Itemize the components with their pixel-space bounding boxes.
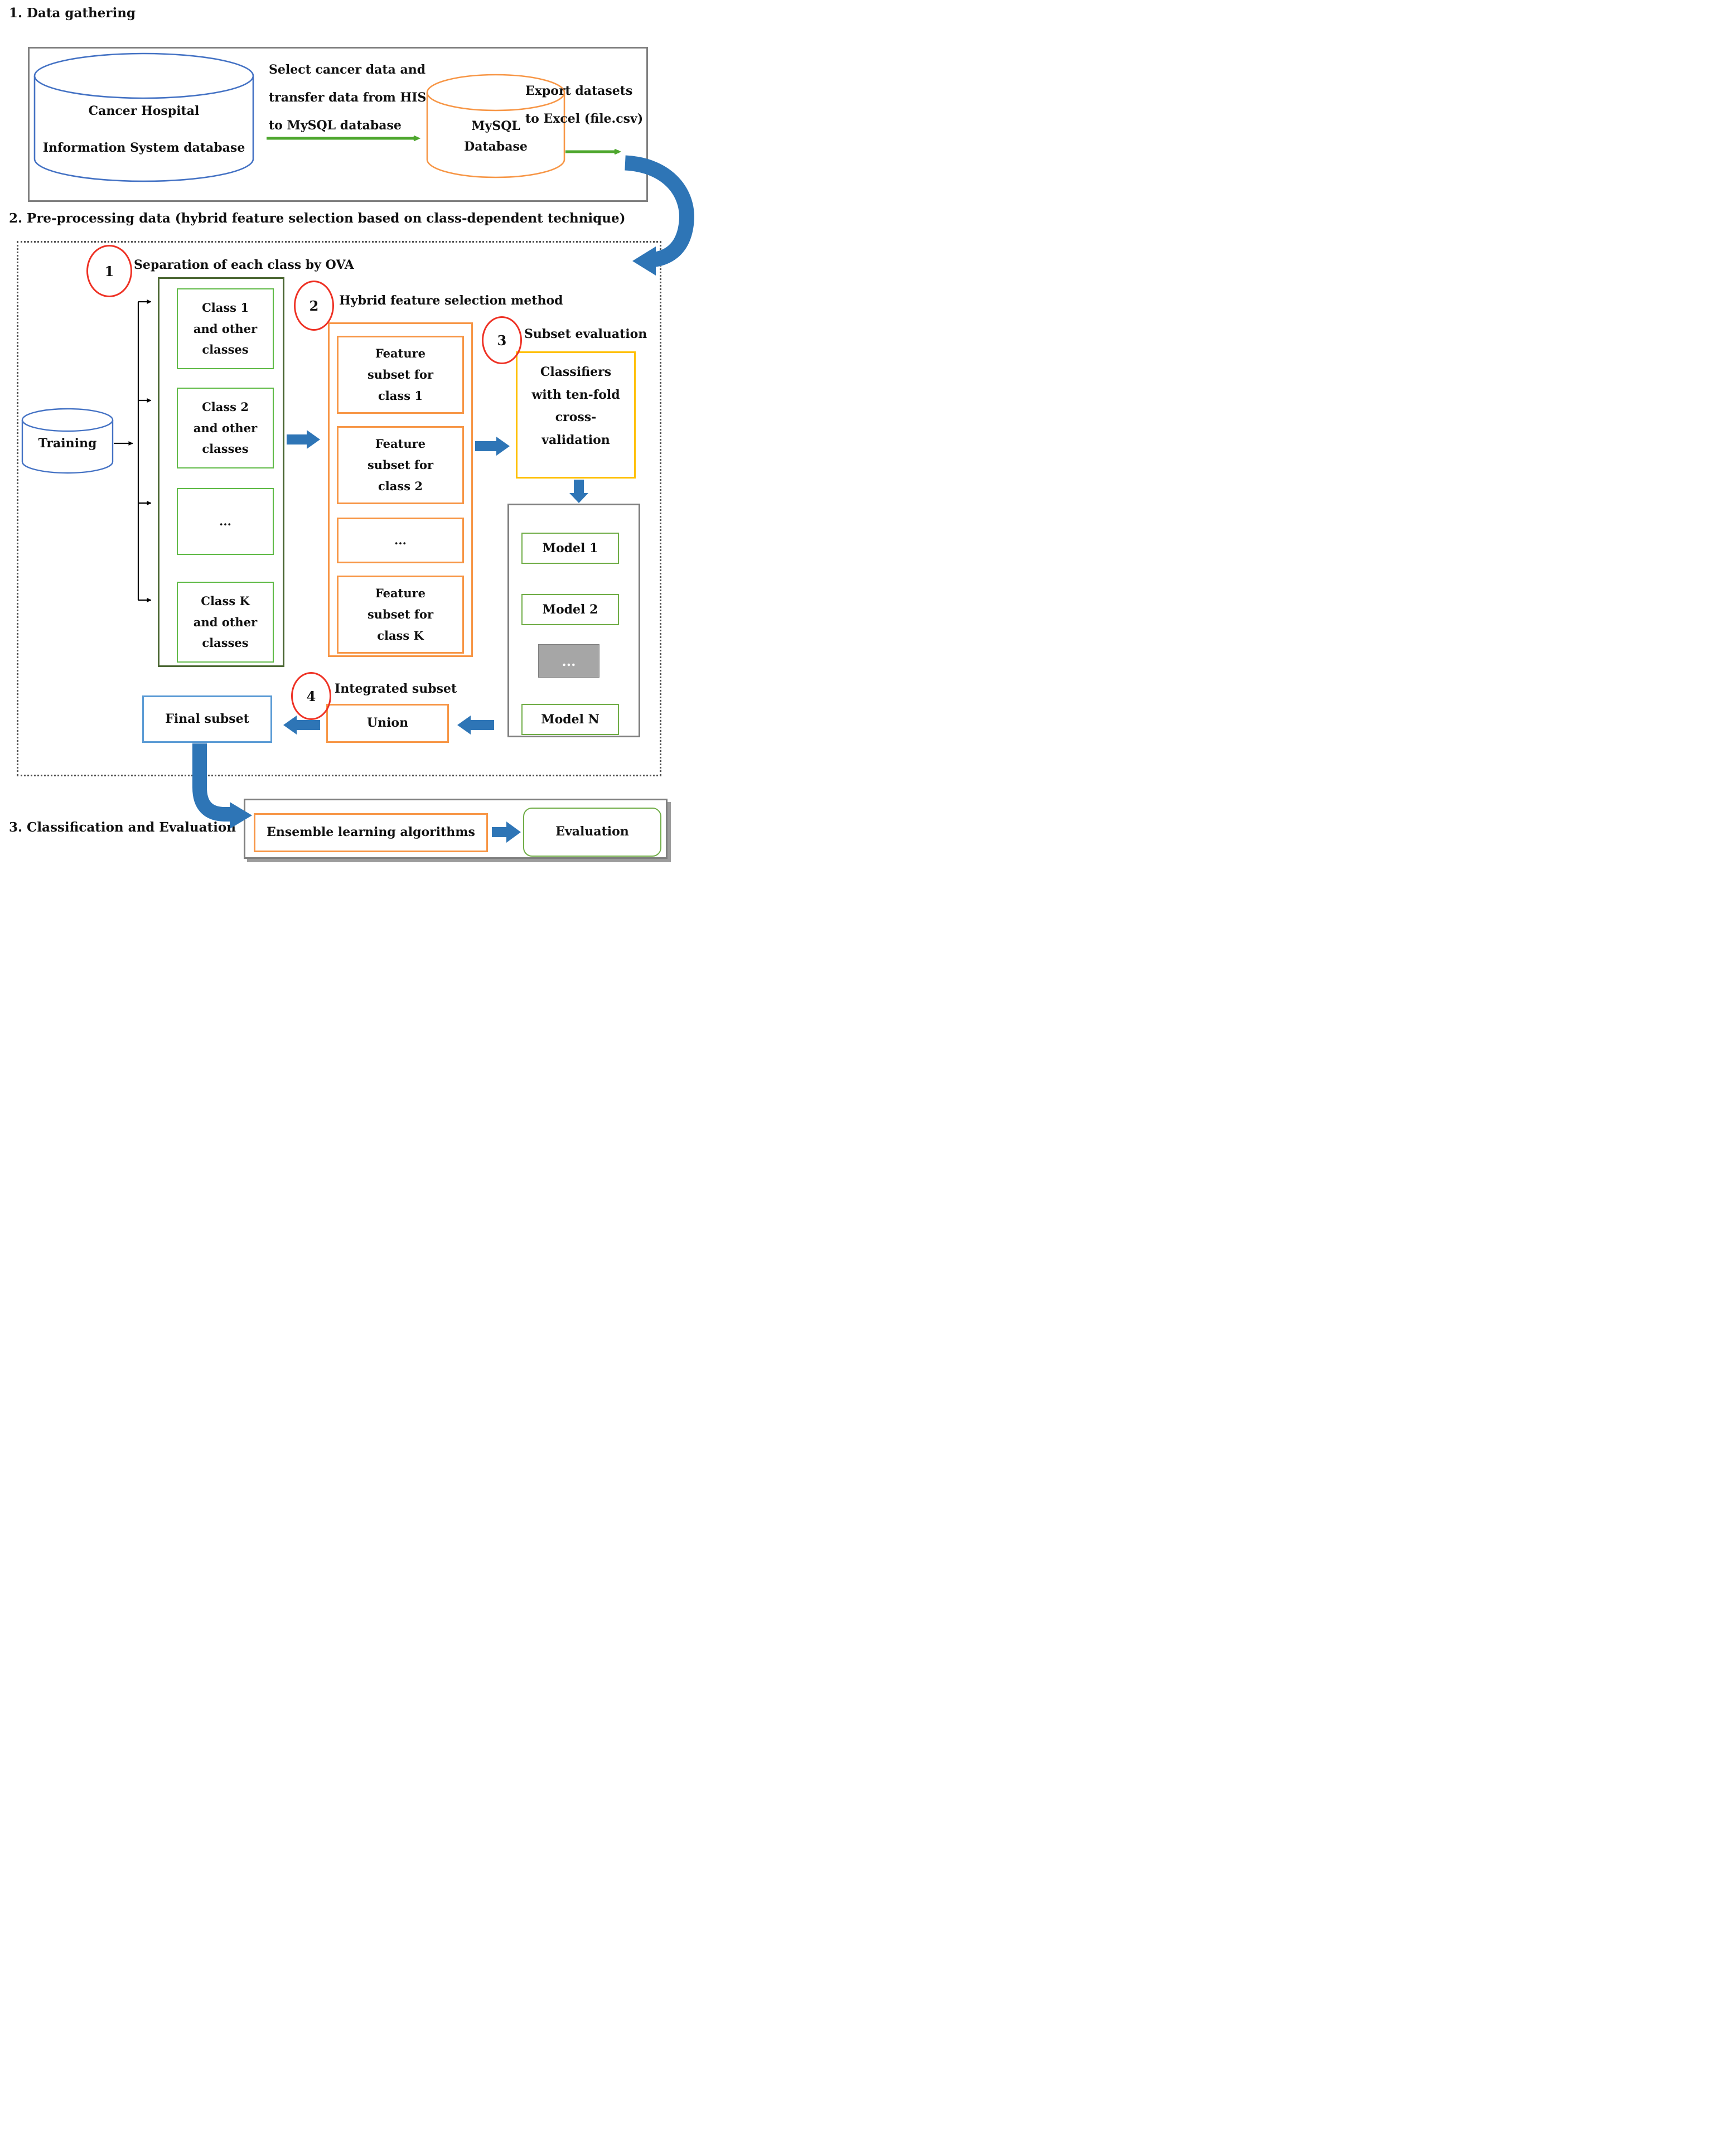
blue-curved-arrow-section1-to-section2 bbox=[624, 155, 694, 276]
step3-circle: 3 bbox=[482, 316, 522, 364]
feature-subset-box-k: Feature subset for class K bbox=[337, 576, 464, 654]
model-ellipsis-box: ... bbox=[538, 644, 599, 678]
blue-arrow-classes-to-features bbox=[287, 430, 320, 449]
step4-number: 4 bbox=[306, 688, 316, 704]
export-arrow-label: Export datasets to Excel (file.csv) bbox=[525, 84, 644, 126]
class-box-k: Class K and other classes bbox=[177, 582, 274, 663]
blue-arrow-features-to-classifiers bbox=[475, 437, 510, 456]
training-database-label: Training bbox=[38, 436, 97, 451]
model-1-box: Model 1 bbox=[521, 533, 619, 564]
class-box-ellipsis: ... bbox=[177, 488, 274, 555]
block-arrows-layer bbox=[192, 155, 694, 843]
preprocessing-container bbox=[17, 241, 661, 776]
transfer-arrow-label: Select cancer data and transfer data fro… bbox=[269, 62, 427, 133]
step4-circle: 4 bbox=[291, 672, 331, 720]
step3-number: 3 bbox=[497, 332, 507, 349]
training-database-cylinder-icon bbox=[21, 408, 114, 474]
training-branch-connectors bbox=[114, 299, 152, 602]
model-n-box: Model N bbox=[521, 704, 619, 735]
his-database-label-line1: Cancer Hospital bbox=[88, 104, 200, 118]
blue-arrow-final-to-ensemble bbox=[192, 743, 252, 829]
blue-arrow-ensemble-to-evaluation bbox=[492, 822, 521, 843]
evaluation-box: Evaluation bbox=[523, 808, 661, 857]
feature-subset-box-2: Feature subset for class 2 bbox=[337, 426, 464, 504]
ensemble-learning-box: Ensemble learning algorithms bbox=[254, 813, 488, 852]
step2-label: Hybrid feature selection method bbox=[339, 293, 563, 308]
blue-block-arrows bbox=[283, 430, 588, 735]
step1-number: 1 bbox=[104, 263, 114, 279]
step1-circle: 1 bbox=[86, 245, 132, 297]
flowchart-figure: 1. Data gathering 2. Pre-processing data… bbox=[0, 0, 696, 866]
section1-title: 1. Data gathering bbox=[9, 6, 136, 21]
blue-arrow-models-to-union bbox=[457, 716, 494, 735]
class-box-1: Class 1 and other classes bbox=[177, 288, 274, 369]
section3-title: 3. Classification and Evaluation bbox=[9, 820, 236, 835]
step3-label: Subset evaluation bbox=[524, 327, 647, 341]
blue-arrow-union-to-final bbox=[283, 716, 320, 735]
classifiers-box: Classifiers with ten-fold cross- validat… bbox=[516, 351, 636, 479]
final-subset-box: Final subset bbox=[142, 695, 272, 743]
blue-arrow-classifiers-to-models bbox=[569, 480, 588, 503]
step2-number: 2 bbox=[309, 297, 319, 314]
feature-subset-box-ellipsis: ... bbox=[337, 518, 464, 563]
union-box: Union bbox=[326, 704, 449, 743]
class-box-2: Class 2 and other classes bbox=[177, 388, 274, 468]
his-database-cylinder-icon bbox=[33, 52, 254, 182]
model-2-box: Model 2 bbox=[521, 594, 619, 625]
step1-label: Separation of each class by OVA bbox=[134, 258, 354, 272]
his-database-label-line2: Information System database bbox=[42, 141, 245, 155]
mysql-database-cylinder-icon bbox=[426, 74, 565, 178]
section2-title: 2. Pre-processing data (hybrid feature s… bbox=[9, 211, 626, 226]
step4-label: Integrated subset bbox=[335, 682, 457, 696]
mysql-database-label: MySQL Database bbox=[464, 119, 528, 154]
feature-subset-box-1: Feature subset for class 1 bbox=[337, 336, 464, 414]
step2-circle: 2 bbox=[294, 281, 334, 331]
data-gathering-container bbox=[28, 47, 648, 202]
